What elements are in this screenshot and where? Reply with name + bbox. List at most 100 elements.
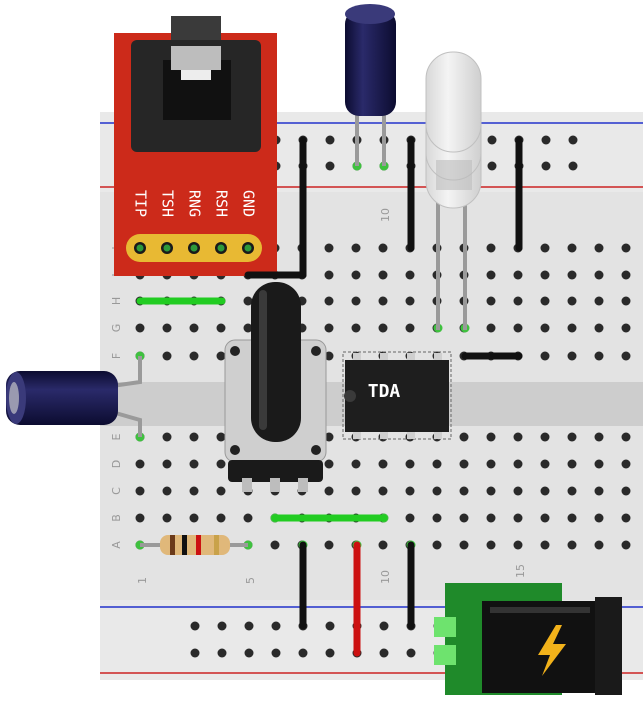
breadboard-hole: [513, 486, 523, 496]
dc-pad-1: [434, 617, 456, 637]
breadboard-hole: [243, 323, 253, 333]
row-letter: F: [110, 353, 123, 359]
breadboard-hole: [162, 459, 172, 469]
breadboard-hole: [405, 459, 415, 469]
breadboard-hole: [162, 513, 172, 523]
breadboard-hole: [621, 351, 631, 361]
breadboard-hole: [567, 243, 577, 253]
breadboard-hole: [162, 351, 172, 361]
row-letter: B: [110, 514, 123, 522]
breadboard-hole: [378, 270, 388, 280]
breadboard-hole: [594, 432, 604, 442]
potentiometer: [224, 282, 327, 492]
breadboard-hole: [378, 486, 388, 496]
breadboard-hole: [594, 296, 604, 306]
breadboard-hole: [405, 323, 415, 333]
breadboard-hole: [135, 459, 145, 469]
breadboard-hole: [486, 323, 496, 333]
rail-hole: [568, 135, 578, 145]
ic-pin: [380, 353, 388, 362]
rail-hole: [325, 161, 335, 171]
dc-jack-highlight: [490, 607, 590, 613]
breadboard-hole: [540, 513, 550, 523]
rail-hole: [325, 621, 335, 631]
breadboard-hole: [324, 270, 334, 280]
breadboard-hole: [216, 513, 226, 523]
pot-screw-2: [311, 346, 321, 356]
upper-column-number-10: 10: [379, 208, 392, 222]
jack-header-pin-dot: [163, 244, 171, 252]
cap-top-body: [345, 10, 396, 116]
ic-label: TDA: [368, 381, 401, 402]
rail-hole: [487, 161, 497, 171]
breadboard-hole: [513, 513, 523, 523]
breadboard-hole: [567, 540, 577, 550]
breadboard-hole: [486, 486, 496, 496]
breadboard-hole: [405, 296, 415, 306]
pot-shaft-highlight: [259, 290, 267, 430]
jack-contact: [171, 46, 221, 70]
black-wires: [244, 136, 523, 630]
ic-pin: [434, 353, 442, 362]
jack-header-pin-dot: [136, 244, 144, 252]
breadboard-hole: [621, 270, 631, 280]
breadboard-hole: [378, 540, 388, 550]
breadboard-hole: [621, 243, 631, 253]
breadboard-hole: [540, 296, 550, 306]
breadboard-hole: [621, 323, 631, 333]
breadboard-hole: [351, 270, 361, 280]
jack-pin-label: TIP: [132, 190, 150, 217]
pot-pin-2: [270, 478, 280, 492]
ic-pin: [407, 353, 415, 362]
breadboard-hole: [378, 323, 388, 333]
rail-hole: [487, 135, 497, 145]
breadboard-hole: [351, 459, 361, 469]
breadboard-hole: [486, 243, 496, 253]
breadboard-hole: [162, 323, 172, 333]
breadboard-hole: [540, 486, 550, 496]
breadboard-hole: [189, 323, 199, 333]
breadboard-hole: [432, 486, 442, 496]
breadboard-hole: [594, 351, 604, 361]
rail-hole: [541, 161, 551, 171]
breadboard-hole: [270, 540, 280, 550]
ic-chip: TDA: [342, 351, 452, 440]
jack-pin-label: RSH: [213, 190, 231, 217]
breadboard-hole: [594, 243, 604, 253]
breadboard-hole: [324, 323, 334, 333]
breadboard-hole: [459, 459, 469, 469]
breadboard-hole: [567, 296, 577, 306]
breadboard-hole: [405, 486, 415, 496]
rail-hole: [379, 648, 389, 658]
breadboard-hole: [459, 513, 469, 523]
breadboard-hole: [540, 432, 550, 442]
breadboard-hole: [135, 513, 145, 523]
breadboard-hole: [567, 486, 577, 496]
breadboard-hole: [351, 486, 361, 496]
pot-shaft: [251, 282, 301, 442]
breadboard-hole: [621, 459, 631, 469]
column-number-15: 15: [514, 564, 527, 578]
breadboard-hole: [567, 323, 577, 333]
breadboard-hole: [567, 432, 577, 442]
resistor: [140, 535, 248, 555]
breadboard-hole: [513, 270, 523, 280]
breadboard-hole: [216, 432, 226, 442]
breadboard-hole: [324, 540, 334, 550]
breadboard-hole: [513, 459, 523, 469]
breadboard-hole: [405, 270, 415, 280]
pot-pin-1: [242, 478, 252, 492]
resistor-band-2: [182, 535, 187, 555]
led-1: [425, 51, 482, 153]
breadboard-hole: [540, 351, 550, 361]
breadboard-hole: [540, 459, 550, 469]
ic-outline: [342, 351, 452, 440]
rail-hole: [271, 621, 281, 631]
breadboard-hole: [459, 540, 469, 550]
breadboard-hole: [162, 486, 172, 496]
breadboard-hole: [486, 270, 496, 280]
breadboard-hole: [135, 323, 145, 333]
jack-header-pins: [130, 238, 258, 258]
breadboard-hole: [432, 540, 442, 550]
cap-left-highlight: [9, 382, 19, 414]
